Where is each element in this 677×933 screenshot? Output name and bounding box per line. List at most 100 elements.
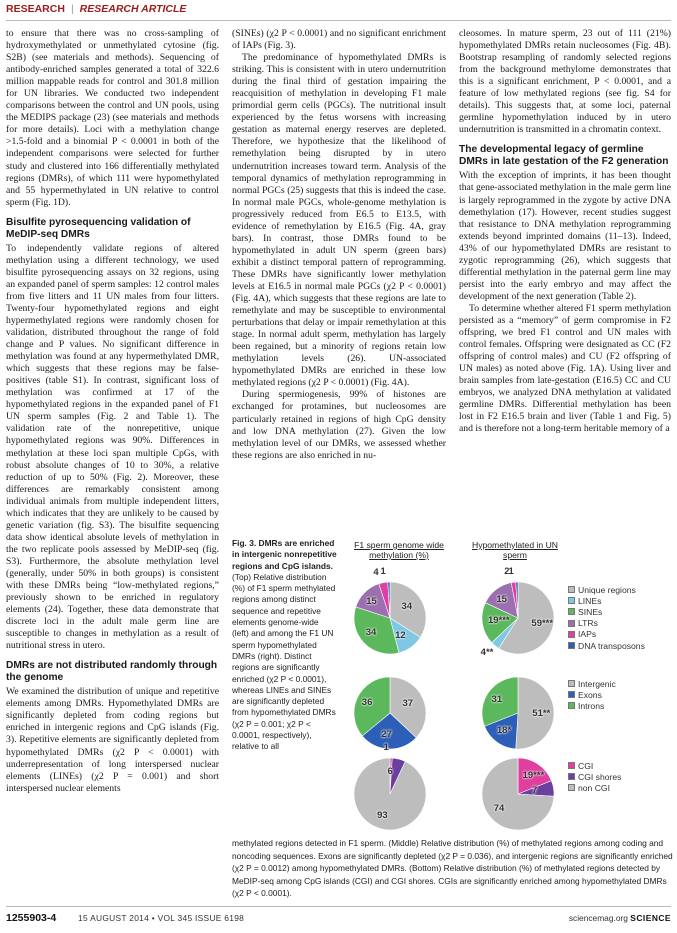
legend-swatch-0-1 <box>568 597 575 605</box>
pie-label-2-left-2: 93 <box>377 809 388 821</box>
col3-paragraph-1: cleosomes. In mature sperm, 23 out of 11… <box>459 28 671 136</box>
pie-label-0-right-4: 2 <box>504 566 510 578</box>
legend-label-2-1: CGI shores <box>578 771 622 782</box>
pie-label-0-right-0: 59*** <box>531 618 554 630</box>
legend-item-2-0: CGI <box>568 760 621 771</box>
legend-label-2-0: CGI <box>578 760 594 771</box>
header-subsection: RESEARCH ARTICLE <box>79 3 187 15</box>
legend-label-0-5: DNA transposons <box>578 640 645 651</box>
pie-label-0-left-2: 34 <box>365 627 377 639</box>
pie-slice-1-left-0 <box>389 676 427 739</box>
col1-paragraph-1: to ensure that there was no cross-sampli… <box>6 28 219 208</box>
pie-chart-canvas <box>353 581 555 831</box>
legend-label-0-2: SINEs <box>578 606 603 617</box>
pie-label-0-right-3: 15 <box>496 594 507 606</box>
section-heading-bisulfite: Bisulfite pyrosequencing validation of M… <box>6 216 191 240</box>
legend-item-2-1: CGI shores <box>568 771 621 782</box>
pie-slice-0-left-2 <box>353 606 400 655</box>
legend-swatch-2-0 <box>568 762 575 770</box>
section-heading-legacy: The developmental legacy of germline DMR… <box>459 144 669 168</box>
pie-slice-2-right-0 <box>517 757 552 795</box>
legend-swatch-0-4 <box>568 630 575 638</box>
column-2: (SINEs) (χ2 P < 0.0001) and no significa… <box>232 28 446 462</box>
figure-caption-label: Fig. 3. DMRs are enriched in intergenic … <box>232 538 337 571</box>
pie-label-1-right-2: 31 <box>491 694 503 706</box>
legend-swatch-1-1 <box>568 691 575 699</box>
column-1: to ensure that there was no cross-sampli… <box>6 28 219 795</box>
issue-meta: 15 AUGUST 2014 • VOL 345 ISSUE 6198 <box>78 913 245 923</box>
pie-slice-1-right-0 <box>515 676 555 750</box>
col2-paragraph-3: During spermiogenesis, 99% of histones a… <box>232 389 446 461</box>
section-heading-distribution: DMRs are not distributed randomly throug… <box>6 660 218 684</box>
pie-label-2-left-0: 1 <box>383 742 389 754</box>
legend-swatch-0-3 <box>568 619 575 627</box>
legend-label-1-1: Exons <box>578 689 602 700</box>
legend-item-0-1: LINEs <box>568 595 645 606</box>
legend-label-0-3: LTRs <box>578 618 598 629</box>
figure-caption-body: (Top) Relative distribution (%) of F1 sp… <box>232 571 336 752</box>
pie-slice-2-left-2 <box>353 757 427 831</box>
col2-paragraph-2: The predominance of hypomethylated DMRs … <box>232 52 446 389</box>
pie-label-1-left-2: 36 <box>361 697 373 709</box>
legend-item-1-2: Introns <box>568 700 616 711</box>
col3-paragraph-3: To determine whether altered F1 sperm me… <box>459 302 671 435</box>
pie-slice-1-left-1 <box>361 712 417 750</box>
legend-label-0-1: LINEs <box>578 595 602 606</box>
pie-label-0-left-5: 1 <box>380 566 386 578</box>
legend-item-2-2: non CGI <box>568 782 621 793</box>
figure-caption: Fig. 3. DMRs are enriched in intergenic … <box>232 538 337 753</box>
page-footer: 1255903-4 15 AUGUST 2014 • VOL 345 ISSUE… <box>6 906 671 926</box>
legend-swatch-0-5 <box>568 642 575 650</box>
figure-3: F1 sperm genome wide methylation (%) Hyp… <box>340 538 673 836</box>
pie-label-0-right-5: 1 <box>508 566 514 578</box>
pie-label-1-right-0: 51** <box>532 707 551 719</box>
legend-swatch-2-2 <box>568 784 575 792</box>
pie-label-2-right-0: 19*** <box>522 769 545 781</box>
legend-label-0-4: IAPs <box>578 629 597 640</box>
page-number: 1255903-4 <box>6 912 57 924</box>
pie-label-1-right-1: 18* <box>496 725 512 737</box>
journal-site: sciencemag.org SCIENCE <box>568 913 671 923</box>
pie-slice-1-right-1 <box>484 712 519 750</box>
legend-item-1-1: Exons <box>568 689 616 700</box>
col3-paragraph-2: With the exception of imprints, it has b… <box>459 170 671 302</box>
col1-paragraph-3: We examined the distribution of unique a… <box>6 686 219 794</box>
pie-label-0-left-3: 15 <box>366 596 377 608</box>
legend-swatch-0-0 <box>568 586 575 594</box>
pie-slice-0-right-5 <box>515 581 519 619</box>
pie-label-2-left-1: 6 <box>387 766 393 778</box>
pie-label-2-right-2: 74 <box>493 803 505 815</box>
pie-slice-2-right-2 <box>481 757 555 831</box>
pie-label-2-right-1: 7 <box>532 784 538 796</box>
header-divider: | <box>70 3 74 15</box>
pie-label-0-left-4: 4 <box>373 566 379 578</box>
col1-paragraph-2: To independently validate regions of alt… <box>6 242 219 652</box>
pie-label-0-left-0: 34 <box>401 601 413 613</box>
legend-item-0-3: LTRs <box>568 618 645 629</box>
pie-slice-0-right-0 <box>498 581 555 655</box>
figure-caption-continued: methylated regions detected in F1 sperm.… <box>232 838 673 898</box>
pie-slice-0-left-5 <box>387 581 391 619</box>
legend-item-1-0: Intergenic <box>568 678 616 689</box>
legend-label-1-0: Intergenic <box>578 678 616 689</box>
legend-swatch-1-0 <box>568 680 575 688</box>
legend-swatch-0-2 <box>568 608 575 616</box>
pie-label-0-right-2: 19*** <box>487 615 510 627</box>
pie-label-0-right-1: 4** <box>480 647 494 659</box>
pie-label-1-left-0: 37 <box>402 698 414 710</box>
legend-label-2-2: non CGI <box>578 782 611 793</box>
pie-label-1-left-1: 27 <box>381 729 392 741</box>
page-header: RESEARCH | RESEARCH ARTICLE <box>6 3 671 21</box>
legend-label-1-2: Introns <box>578 700 605 711</box>
legend-item-0-4: IAPs <box>568 629 645 640</box>
pie-label-0-left-1: 12 <box>395 630 406 642</box>
pie-slice-0-right-2 <box>481 602 519 644</box>
pie-title-left: F1 sperm genome wide methylation (%) <box>354 540 444 560</box>
legend-item-0-0: Unique regions <box>568 584 645 595</box>
header-section: RESEARCH <box>6 3 65 15</box>
pie-title-right: Hypomethylated in UN sperm <box>472 540 558 560</box>
column-3: cleosomes. In mature sperm, 23 out of 11… <box>459 28 671 435</box>
